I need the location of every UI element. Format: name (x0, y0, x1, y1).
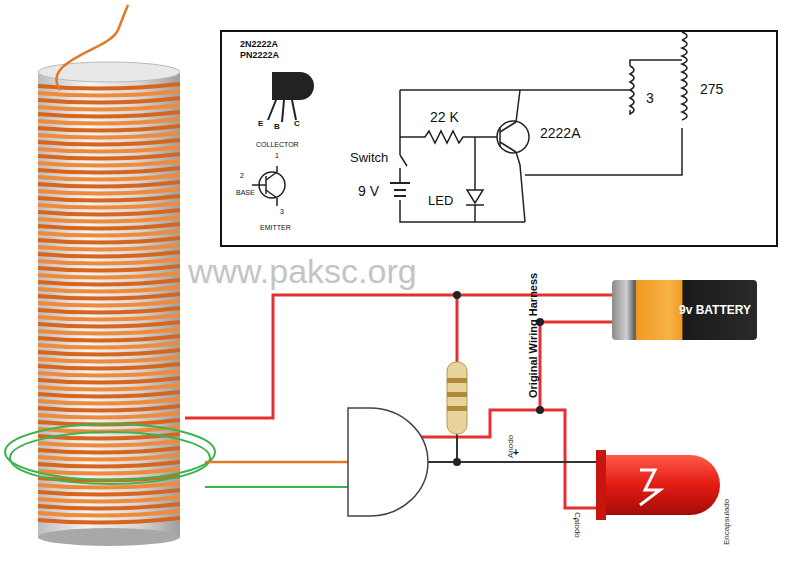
npn-symbol (252, 166, 285, 206)
pin-name: E (258, 120, 263, 129)
pin-number: 3 (280, 208, 284, 216)
transistor-symbol (348, 408, 428, 516)
pin-name: EMITTER (260, 224, 291, 232)
pin-name: BASE (236, 189, 255, 197)
pin-name: COLLECTOR (256, 141, 299, 149)
wire-label: Original Wiring Harness (527, 273, 539, 398)
watermark: www.paksc.org (188, 253, 417, 290)
led-symbol (596, 450, 720, 520)
component-name: LED (428, 194, 453, 208)
primary-loop (5, 424, 215, 484)
battery: 9v BATTERY (612, 280, 757, 340)
winding-count: 275 (700, 82, 723, 97)
polarity-sign: + (513, 447, 519, 458)
part-number: PN2222A (240, 51, 279, 61)
part-name: Encapsulado (723, 499, 732, 545)
component-value: 9 V (358, 184, 379, 199)
pin-name: B (274, 123, 280, 132)
battery-label: 9v BATTERY (679, 303, 751, 317)
component-name: Switch (350, 151, 388, 165)
inset-frame (221, 31, 777, 246)
schematic (390, 32, 687, 222)
part-number: 2N2222A (240, 40, 278, 50)
winding-count: 3 (646, 91, 654, 106)
resistor-symbol (447, 362, 467, 434)
pin-number: 1 (275, 152, 279, 160)
coil-windings (38, 84, 180, 523)
transistor-package (268, 72, 314, 122)
pin-number: 2 (240, 172, 244, 180)
component-value: 22 K (430, 110, 459, 125)
pin-name: C (294, 120, 300, 129)
coil-former (38, 62, 180, 546)
coil-top-lead (56, 5, 128, 90)
polarity-sign: - (573, 512, 576, 523)
component-value: 2222A (540, 126, 580, 141)
